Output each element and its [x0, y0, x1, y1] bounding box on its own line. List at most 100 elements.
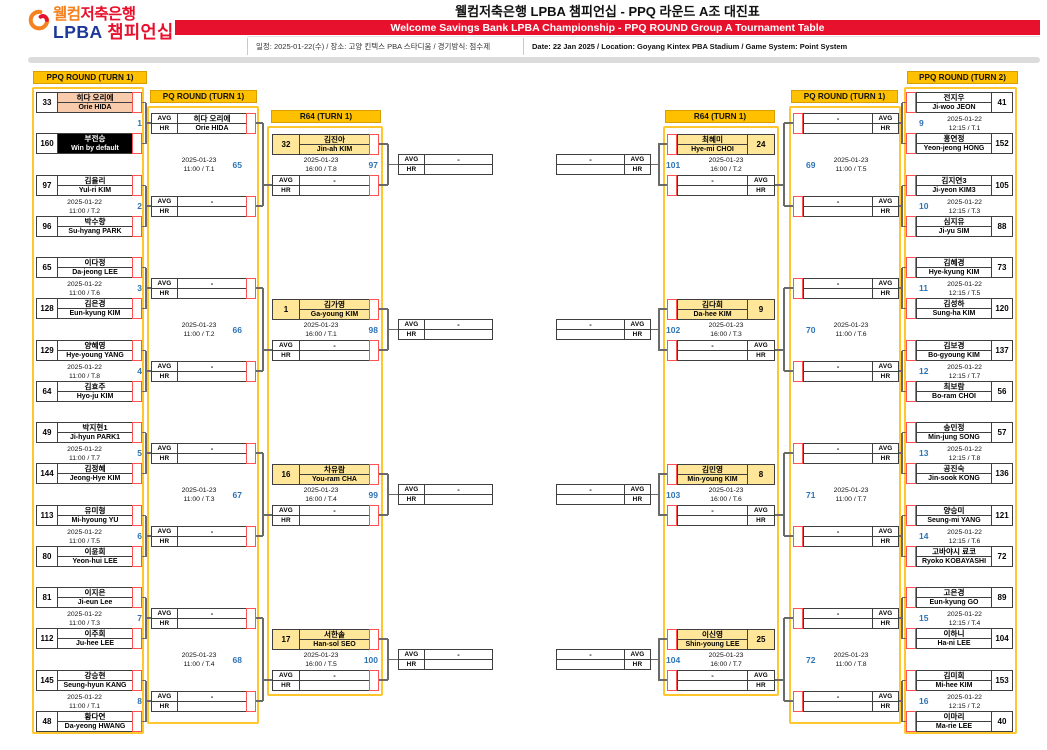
avg-hr-label-box-bottom: HR	[159, 537, 170, 545]
advancer-slot-box: -	[424, 319, 493, 340]
bracket-connector-line	[379, 473, 388, 475]
qualifier-slot-box-bottom	[804, 372, 872, 381]
score-cell	[132, 670, 142, 691]
player-number-cell: 72	[991, 546, 1013, 567]
seeded-player-name-box-top: 최혜미	[678, 135, 747, 145]
score-cell	[132, 463, 142, 484]
score-cell	[369, 133, 379, 155]
match-date: 2025-01-22	[947, 115, 982, 123]
bracket-connector-line	[784, 122, 793, 124]
bracket-connector-line	[658, 638, 667, 640]
match-time: 11:00 / T.7	[68, 454, 101, 462]
score-cell	[132, 216, 142, 237]
score-cell	[369, 339, 379, 361]
score-cell	[906, 257, 916, 278]
player-name-box-top: 히다 오리에	[58, 93, 132, 103]
divider-vertical	[247, 38, 248, 55]
avg-hr-label-box-top: AVG	[152, 279, 177, 289]
advancer-slot-box-bottom	[425, 660, 492, 669]
player-name-box-bottom: Bo-gyoung KIM	[928, 352, 980, 359]
bracket-connector-line	[142, 431, 146, 434]
player-name-box-bottom: Yeon-hui LEE	[72, 558, 118, 565]
player-number-cell: 160	[36, 133, 58, 154]
column-header-r64-right: R64 (TURN 1)	[665, 110, 775, 123]
score-cell	[667, 628, 677, 650]
advancer-slot-box-bottom	[557, 660, 624, 669]
player-name-box-top: 고바야시 료코	[917, 547, 991, 557]
score-cell	[132, 546, 142, 567]
avg-hr-label-box-bottom: HR	[632, 331, 643, 338]
avg-hr-label-box-bottom: HR	[880, 537, 891, 545]
player-name-box-top: 이주희	[58, 629, 132, 639]
avg-hr-label-box-top: AVG	[152, 362, 177, 372]
match-date: 2025-01-22	[67, 610, 102, 618]
score-cell	[906, 133, 916, 154]
score-cell	[906, 546, 916, 567]
score-cell	[667, 174, 677, 196]
score-cell	[906, 711, 916, 732]
score-cell	[793, 360, 803, 382]
advancer-slot-box: -	[424, 154, 493, 175]
bracket-connector-line	[658, 473, 667, 475]
qualifier-slot-box-bottom	[178, 207, 246, 216]
player-name-box-bottom: Ju-hee LEE	[75, 640, 115, 647]
score-cell	[369, 628, 379, 650]
qualifier-slot-box-top: -	[178, 444, 246, 454]
winner-slot-box-top: -	[678, 506, 747, 516]
match-time: 12:15 / T.6	[948, 537, 981, 545]
bracket-connector-line	[658, 349, 667, 351]
avg-hr-label-box-top: AVG	[873, 609, 898, 619]
player-number-cell: 56	[991, 381, 1013, 402]
avg-hr-label-box-bottom: HR	[880, 454, 891, 462]
seed-number-cell: 16	[272, 463, 300, 485]
winner-slot-box-top: -	[678, 341, 747, 351]
bracket-connector-line	[899, 287, 902, 289]
bracket-connector-line	[902, 349, 906, 352]
seed-number-cell: 1	[272, 298, 300, 320]
advancer-slot-box-top: -	[425, 155, 492, 165]
bracket-connector-line	[262, 123, 264, 206]
winner-slot-box-bottom	[300, 351, 369, 360]
qualifier-slot-box-bottom	[178, 454, 246, 463]
avg-hr-label-box-top: AVG	[273, 671, 299, 681]
ppq-right-container	[904, 87, 1017, 734]
player-name-box-top: 김효주	[58, 382, 132, 392]
advancer-slot-box-top: -	[425, 650, 492, 660]
logo-lpba: LPBA	[53, 22, 102, 42]
bracket-connector-line	[901, 267, 903, 309]
divider-line	[247, 36, 1040, 37]
column-header-ppq-left: PPQ ROUND (TURN 1)	[33, 71, 147, 84]
match-number: 7	[137, 613, 142, 623]
avg-hr-label-box-bottom: HR	[406, 331, 417, 338]
match-date: 2025-01-23	[181, 651, 217, 659]
bracket-connector-line	[899, 617, 902, 619]
player-number-cell: 64	[36, 381, 58, 402]
score-cell	[793, 525, 803, 547]
player-name-box-bottom: Seung-hyun KANG	[63, 682, 127, 689]
player-name-box-top: 박지현1	[58, 423, 132, 433]
advancer-slot-box: -	[424, 649, 493, 670]
player-name-box-top: 이윤희	[58, 547, 132, 557]
score-cell	[906, 381, 916, 402]
bracket-connector-line	[146, 287, 151, 289]
avg-hr-label-box-top: AVG	[748, 176, 774, 186]
qualifier-slot-box: -	[803, 442, 873, 464]
bracket-connector-line	[651, 328, 659, 331]
player-name-box-bottom: Da-yeong HWANG	[64, 723, 126, 730]
